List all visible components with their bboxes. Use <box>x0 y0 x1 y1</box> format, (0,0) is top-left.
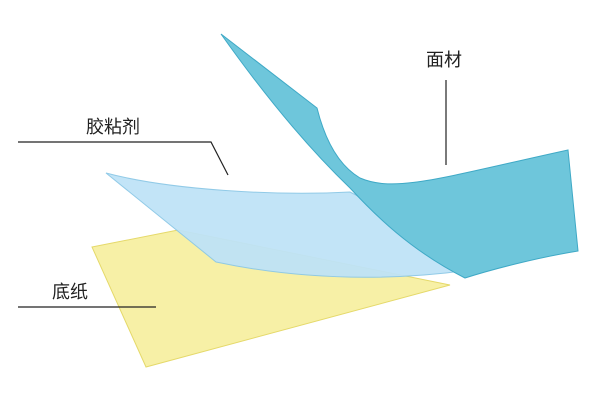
adhesive-leader-line <box>18 141 229 176</box>
face-material-layer <box>220 33 579 279</box>
face-material-label: 面材 <box>426 50 462 71</box>
backing-paper-layer <box>91 229 451 368</box>
adhesive-label: 胶粘剂 <box>86 117 140 138</box>
backing-paper-label: 底纸 <box>52 282 88 303</box>
